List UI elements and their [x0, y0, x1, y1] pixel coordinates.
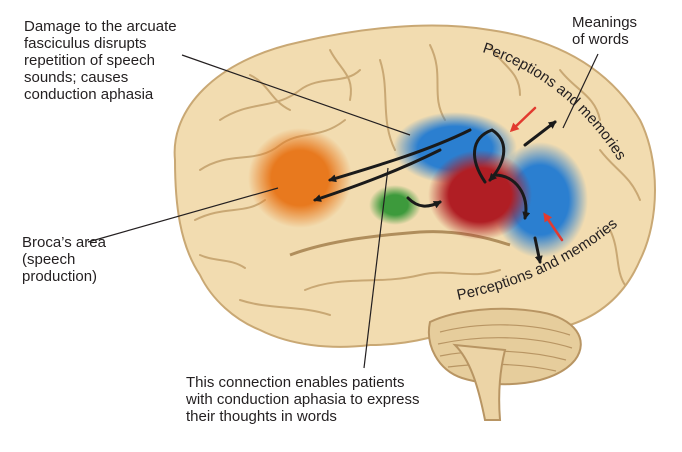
arrow-to-broca-upper: [328, 128, 472, 183]
highlight-arrows: [509, 106, 564, 242]
meanings-leader-line: [562, 53, 599, 129]
brain: [173, 24, 656, 421]
arrow-loop: [473, 128, 506, 184]
connection-area: [369, 185, 421, 225]
connection-leader-line: [363, 167, 389, 369]
arrow-green-to-red: [406, 196, 442, 209]
arrow-red-to-lower-blue: [493, 173, 531, 220]
meanings-label: Meanings of words: [572, 14, 638, 48]
broca-area: [248, 128, 352, 228]
wernicke-area: [428, 150, 532, 240]
red-arrow-upper: [509, 106, 537, 133]
cerebrum: [173, 24, 656, 348]
pathway-arrows: [313, 120, 557, 264]
arrow-blue-down: [533, 236, 543, 264]
arrow-to-broca-lower: [313, 148, 442, 202]
functional-regions: [248, 112, 588, 258]
broca-leader-line: [87, 187, 279, 243]
arcuate-leader-line: [181, 54, 411, 136]
arcuate-label: Damage to the arcuate fasciculus disrupt…: [24, 18, 177, 103]
connection-label: This connection enables patients with co…: [186, 374, 420, 425]
leader-lines: [87, 53, 599, 369]
red-arrow-lower: [543, 212, 564, 242]
cerebellum: [427, 307, 582, 386]
broca-label: Broca’s area (speech production): [22, 234, 106, 285]
brainstem: [452, 343, 507, 421]
arrow-blue-to-meanings: [523, 120, 557, 147]
